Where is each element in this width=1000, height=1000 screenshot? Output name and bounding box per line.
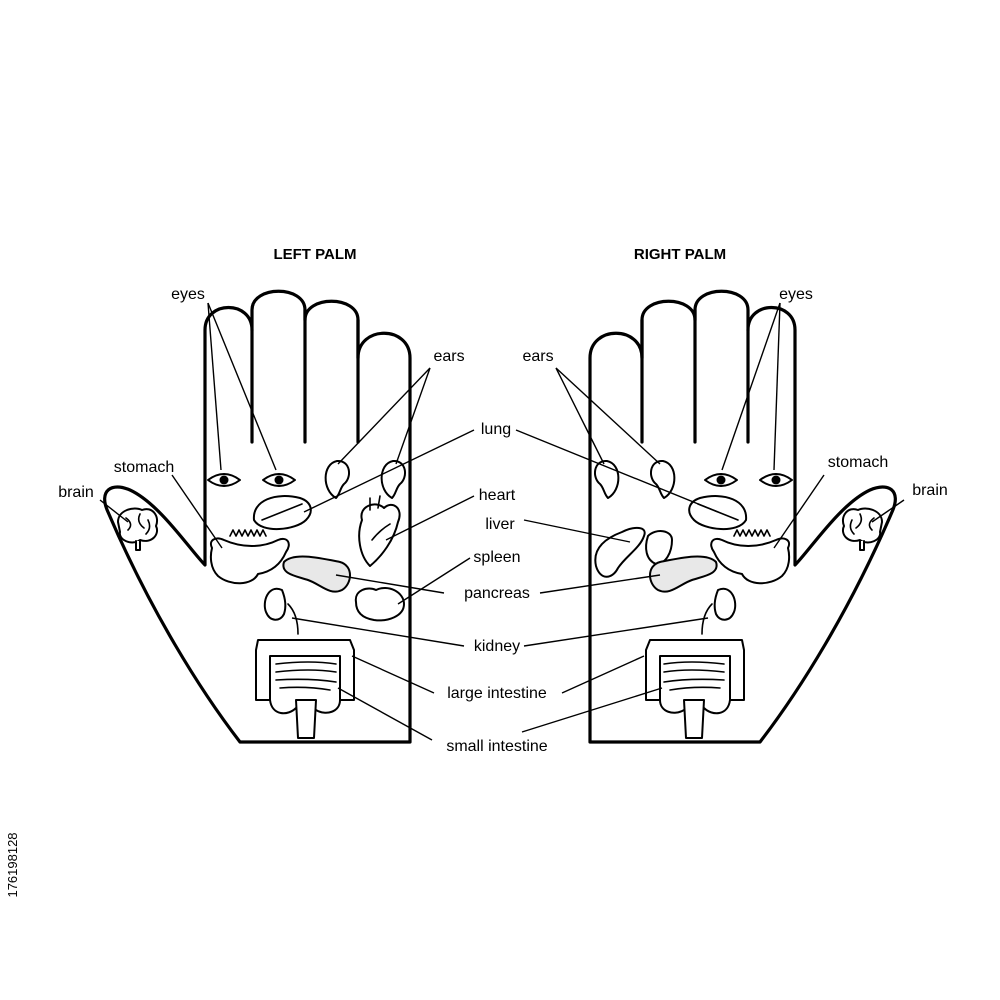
leader-lines — [99, 302, 905, 741]
right-ear-2-icon — [594, 459, 620, 499]
label-kidney: kidney — [474, 638, 520, 655]
right-hand — [588, 289, 897, 744]
label-ears-left: ears — [433, 348, 464, 365]
label-left-brain: brain — [58, 484, 94, 501]
right-stomach-icon — [710, 537, 791, 585]
label-right-stomach: stomach — [828, 454, 888, 471]
left-ear-2-icon — [380, 459, 406, 499]
left-kidney-icon — [263, 587, 299, 635]
left-intestines-icon — [255, 639, 355, 739]
right-brain-icon — [842, 507, 883, 551]
left-palm-title: LEFT PALM — [273, 246, 356, 263]
left-hand — [103, 289, 412, 744]
left-pancreas-icon — [282, 555, 351, 593]
left-brain-icon — [117, 507, 158, 551]
label-lung: lung — [481, 421, 511, 438]
label-right-eyes: eyes — [779, 286, 813, 303]
left-ear-1-icon — [324, 459, 350, 499]
label-liver: liver — [485, 516, 515, 533]
left-spleen-icon — [354, 586, 405, 622]
label-left-stomach: stomach — [114, 459, 174, 476]
right-eye-2-icon — [704, 473, 738, 487]
right-pancreas-icon — [649, 555, 718, 593]
left-eye-1-icon — [207, 473, 241, 487]
right-esophagus-icon — [733, 529, 771, 537]
left-stomach-icon — [209, 537, 290, 585]
right-eye-1-icon — [759, 473, 793, 487]
left-heart-icon — [358, 495, 401, 567]
label-pancreas: pancreas — [464, 585, 530, 602]
left-lung-icon — [252, 495, 312, 531]
label-ears-right: ears — [522, 348, 553, 365]
stock-id-text: 176198128 — [5, 832, 20, 897]
label-right-brain: brain — [912, 482, 948, 499]
label-heart: heart — [479, 487, 516, 504]
left-eye-2-icon — [262, 473, 296, 487]
right-ear-1-icon — [650, 459, 676, 499]
label-spleen: spleen — [473, 549, 520, 566]
right-kidney-icon — [701, 587, 737, 635]
label-left-eyes: eyes — [171, 286, 205, 303]
right-liver-icon — [594, 526, 673, 578]
label-large-intestine: large intestine — [447, 685, 547, 702]
label-small-intestine: small intestine — [446, 738, 547, 755]
left-esophagus-icon — [229, 529, 267, 537]
right-intestines-icon — [645, 639, 745, 739]
right-palm-title: RIGHT PALM — [634, 246, 726, 263]
